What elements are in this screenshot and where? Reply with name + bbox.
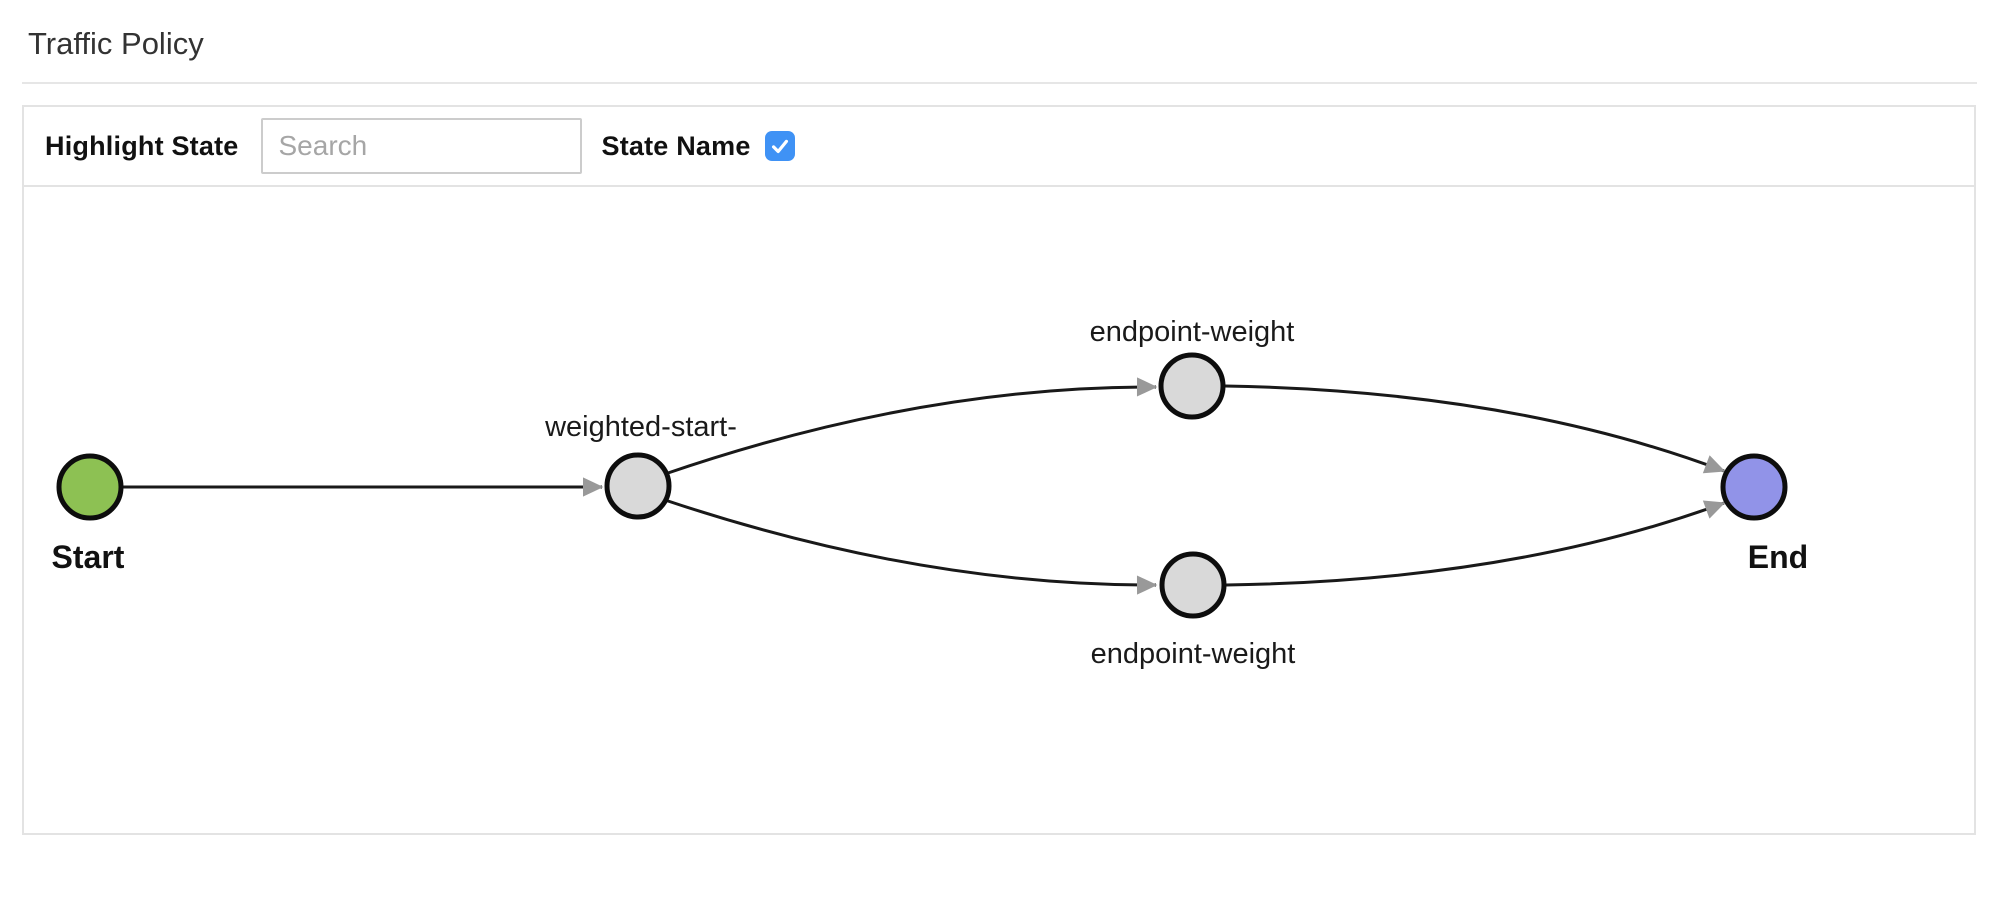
traffic-policy-page: Traffic Policy Highlight State State Nam… [0,26,1997,835]
state-graph-canvas: Start weighted-start- endpoint-weight en… [52,316,1809,670]
checkmark-icon [771,139,788,154]
node-endpoint-weight-bottom-label: endpoint-weight [1091,638,1296,670]
node-start-label: Start [52,539,125,575]
node-end-label: End [1748,539,1808,575]
node-endpoint-weight-top[interactable] [1158,352,1226,420]
node-end[interactable] [1720,453,1788,521]
node-endpoint-weight-top-label: endpoint-weight [1090,316,1295,348]
node-endpoint-weight-bottom[interactable] [1159,551,1227,619]
edge-endpoint-weight-bottom-to-end [1225,500,1726,587]
node-weighted-start-label: weighted-start- [544,411,737,443]
traffic-policy-panel: Highlight State State Name [22,105,1976,835]
title-divider [22,82,1977,84]
node-weighted-start[interactable] [604,452,672,520]
graph-toolbar: Highlight State State Name [24,107,1974,187]
node-start[interactable] [56,453,124,521]
page-title: Traffic Policy [28,26,204,61]
edge-weighted-start-to-endpoint-weight-bottom [664,498,1158,595]
edge-endpoint-weight-top-to-end [1224,384,1726,474]
state-name-label: State Name [601,130,751,161]
highlight-state-search-input[interactable] [260,118,582,174]
traffic-policy-graph: Start weighted-start- endpoint-weight en… [24,187,1974,833]
state-name-checkbox[interactable] [764,131,795,161]
highlight-state-label: Highlight State [45,130,239,161]
edge-weighted-start-to-endpoint-weight-top [664,377,1158,476]
